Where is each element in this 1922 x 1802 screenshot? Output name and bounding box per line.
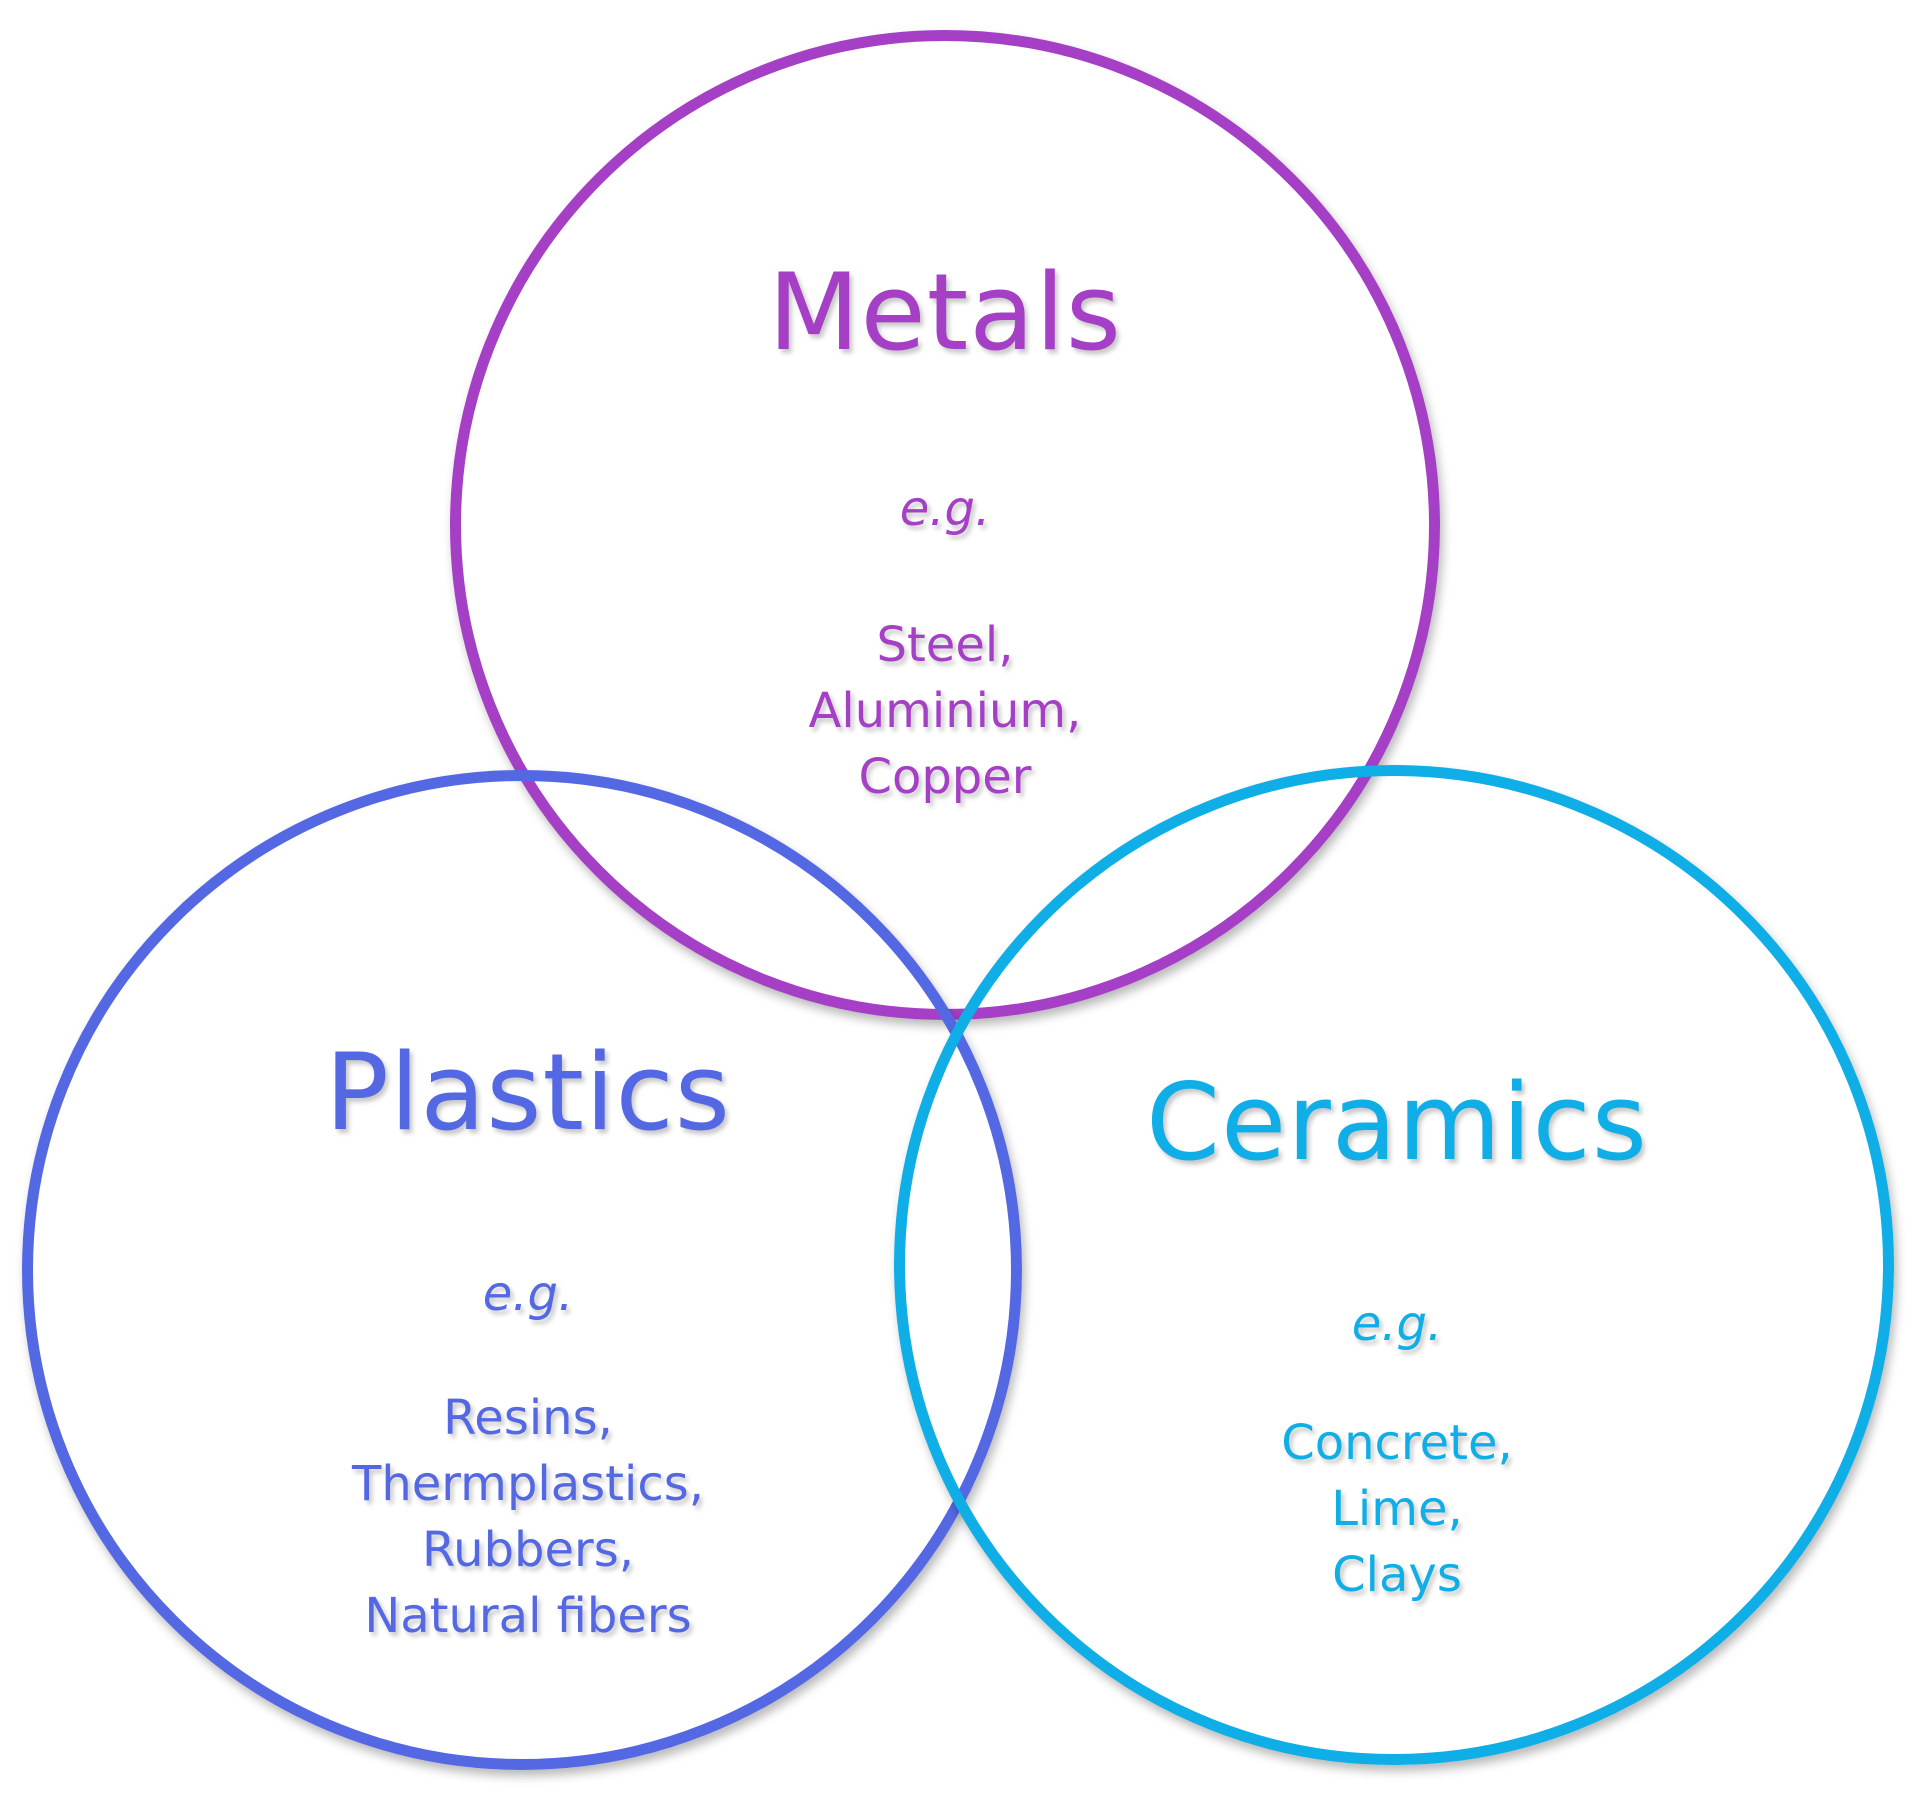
metals-example: Aluminium, bbox=[808, 683, 1082, 739]
plastics-eg-label: e.g. bbox=[482, 1266, 574, 1322]
ceramics-circle bbox=[894, 765, 1894, 1765]
plastics-title: Plastics bbox=[324, 1031, 732, 1154]
metals-title: Metals bbox=[768, 251, 1122, 374]
plastics-label-group: Plastics e.g. Resins, Thermplastics, Rub… bbox=[228, 1020, 828, 1680]
plastics-example: Resins, bbox=[443, 1390, 613, 1446]
plastics-examples: Resins, Thermplastics, Rubbers, Natural … bbox=[228, 1385, 828, 1649]
metals-example: Steel, bbox=[876, 617, 1014, 673]
ceramics-example: Lime, bbox=[1331, 1481, 1463, 1537]
ceramics-example: Concrete, bbox=[1281, 1415, 1513, 1471]
ceramics-example: Clays bbox=[1332, 1547, 1462, 1603]
plastics-example: Rubbers, bbox=[421, 1522, 635, 1578]
ceramics-label-group: Ceramics e.g. Concrete, Lime, Clays bbox=[1097, 1050, 1697, 1650]
plastics-example: Natural fibers bbox=[364, 1588, 692, 1644]
plastics-example: Thermplastics, bbox=[352, 1456, 704, 1512]
ceramics-title: Ceramics bbox=[1146, 1061, 1648, 1184]
metals-examples: Steel, Aluminium, Copper bbox=[645, 612, 1245, 810]
ceramics-examples: Concrete, Lime, Clays bbox=[1097, 1410, 1697, 1608]
ceramics-eg-label: e.g. bbox=[1351, 1296, 1443, 1352]
metals-example: Copper bbox=[858, 749, 1032, 805]
metals-eg-label: e.g. bbox=[899, 481, 991, 537]
metals-label-group: Metals e.g. Steel, Aluminium, Copper bbox=[645, 240, 1245, 860]
